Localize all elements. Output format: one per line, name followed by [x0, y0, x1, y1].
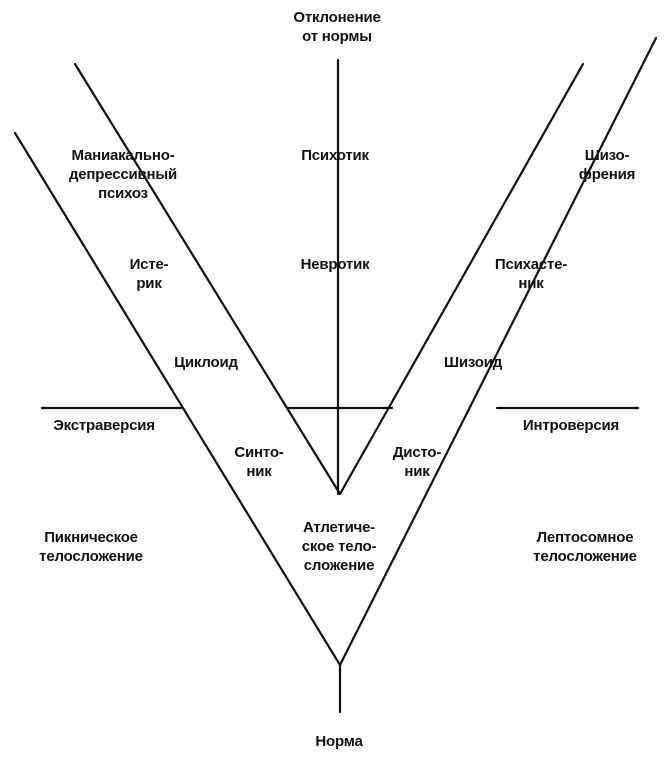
inner-right-line — [338, 62, 585, 496]
outer-right-line — [338, 36, 658, 667]
pyknic-label: Пикническое телосложение — [39, 529, 143, 565]
inner-left-line — [73, 62, 342, 496]
schizoid-label: Шизоид — [443, 354, 503, 371]
hysteric-label: Исте- рик — [129, 256, 169, 292]
syntonic-label: Синто- ник — [234, 444, 284, 480]
deviation-label: Отклонение от нормы — [293, 9, 381, 45]
psychotic-label: Психотик — [301, 147, 369, 164]
leptosomic-label: Лептосомное телосложение — [533, 529, 637, 565]
cycloid-label: Циклоид — [174, 354, 238, 371]
psychasthenic-label: Психасте- ник — [494, 256, 568, 292]
schizophrenia-label: Шизо- френия — [578, 147, 636, 183]
extraversion-label: Экстраверсия — [53, 417, 155, 434]
athletic-label: Атлетиче- ское тело- сложение — [301, 519, 377, 574]
manic-depressive-label: Маниакально- депрессивный психоз — [68, 147, 178, 202]
dystonic-label: Дисто- ник — [392, 444, 442, 480]
outer-left-line — [13, 131, 342, 667]
neurotic-label: Невротик — [300, 256, 370, 273]
introversion-label: Интроверсия — [522, 417, 620, 434]
norm-label: Норма — [315, 733, 363, 750]
